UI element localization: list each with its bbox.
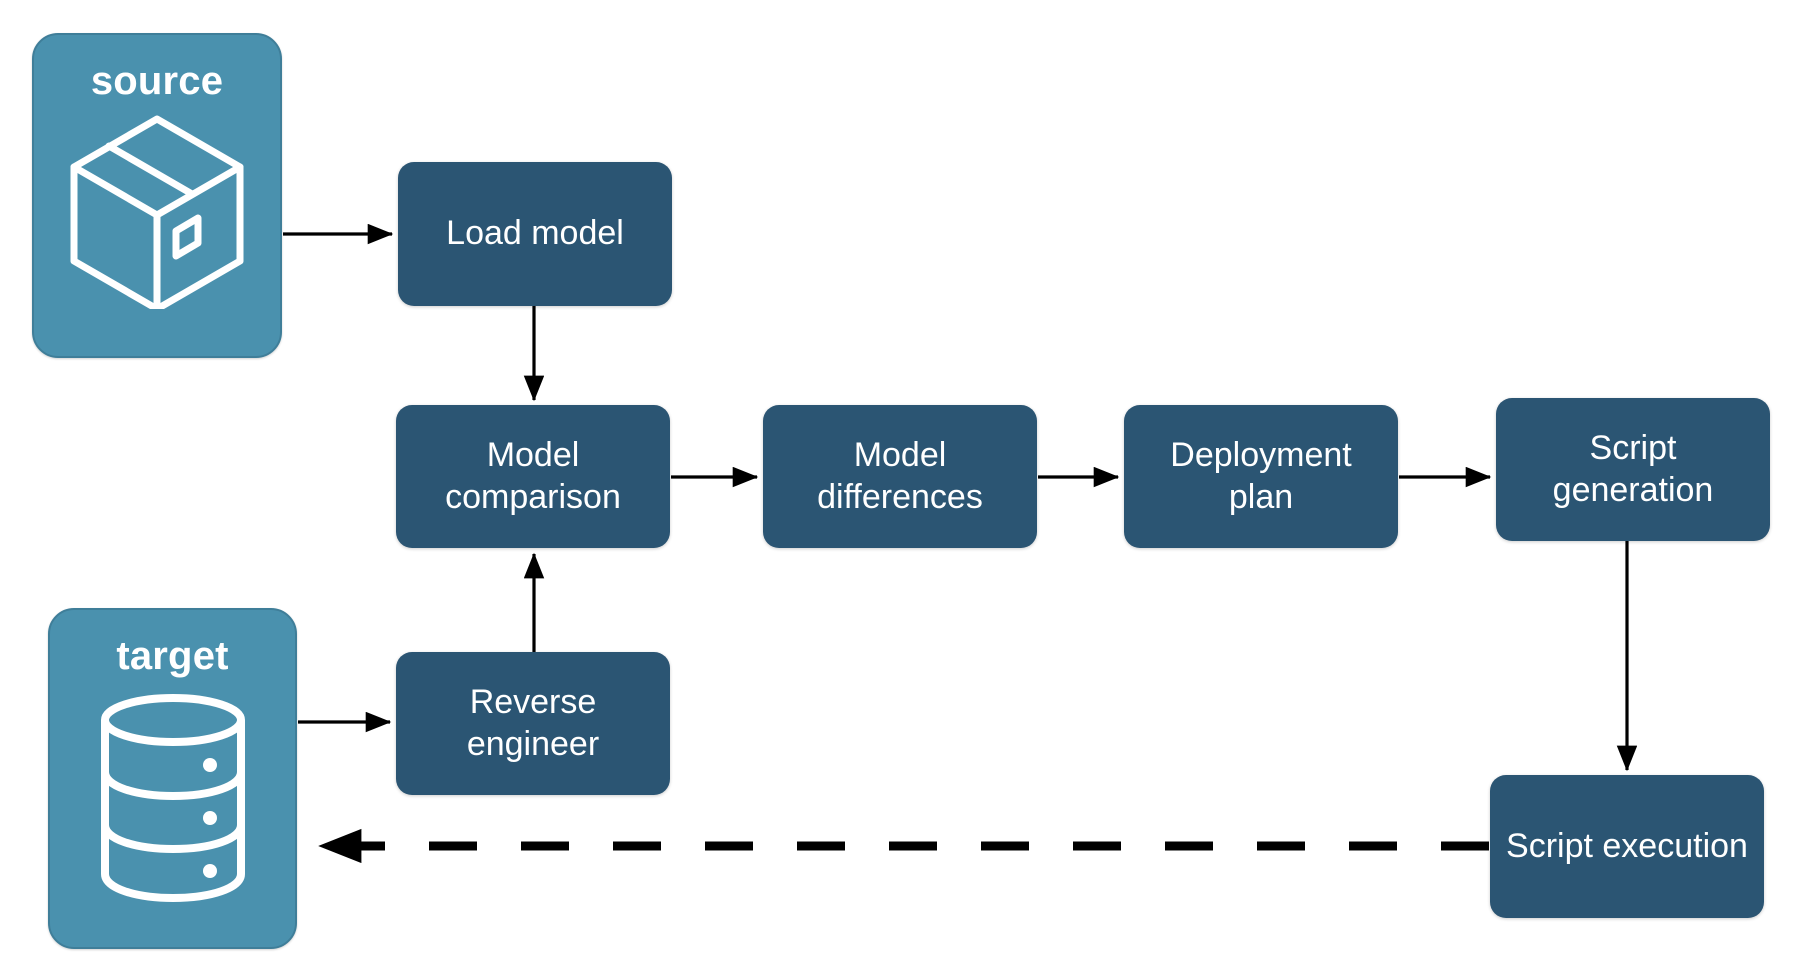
process-node-model-differences[interactable]: Model differences	[763, 405, 1037, 548]
process-label: Model differences	[817, 436, 983, 516]
source-label: source	[90, 59, 224, 103]
process-node-load-model[interactable]: Load model	[398, 162, 672, 306]
endpoint-node-target[interactable]: target	[48, 608, 297, 949]
process-node-script-generation[interactable]: Script generation	[1496, 398, 1770, 541]
endpoint-node-source[interactable]: source	[32, 33, 282, 358]
process-node-deployment-plan[interactable]: Deployment plan	[1124, 405, 1398, 548]
process-node-script-execution[interactable]: Script execution	[1490, 775, 1764, 918]
database-cylinder-icon	[93, 692, 253, 907]
package-box-icon	[64, 113, 250, 314]
process-node-model-comparison[interactable]: Model comparison	[396, 405, 670, 548]
process-label: Reverse engineer	[466, 683, 600, 763]
process-label: Model comparison	[445, 436, 621, 516]
process-node-reverse-engineer[interactable]: Reverse engineer	[396, 652, 670, 795]
target-label: target	[116, 634, 229, 678]
process-label: Load model	[446, 214, 624, 253]
process-label: Script generation	[1552, 429, 1714, 509]
process-label: Script execution	[1506, 826, 1748, 865]
process-label: Deployment plan	[1170, 436, 1352, 516]
